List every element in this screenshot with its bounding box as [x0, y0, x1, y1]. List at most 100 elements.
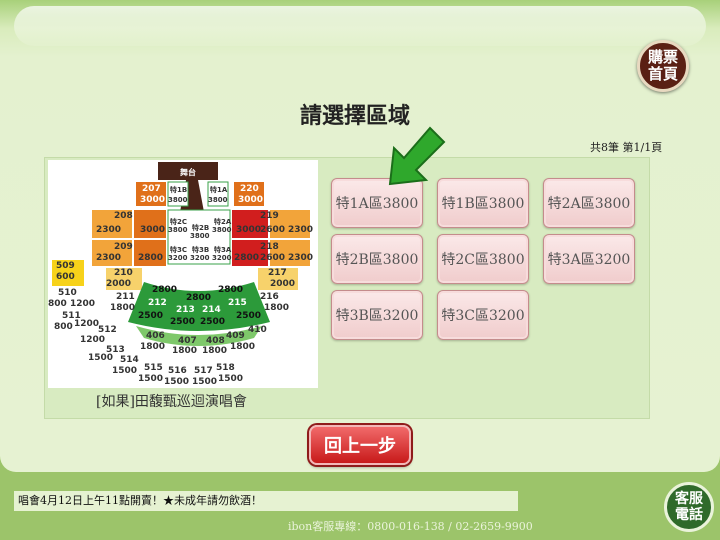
map-label: 2000	[106, 279, 131, 289]
map-label: 2800	[152, 285, 177, 295]
section-vip1a	[207, 181, 229, 207]
section-2800-right	[232, 240, 268, 266]
map-label: 211	[116, 292, 135, 302]
map-label: 1200	[70, 299, 95, 309]
zone-button-2a[interactable]: 特2A區3800	[543, 178, 635, 228]
map-labels: 207 3000 220 3000 208 2300 3000 3000 219…	[48, 184, 313, 387]
section-210	[106, 268, 142, 290]
service-hotline: ibon客服專線：0800-016-138 / 02-2659-9900	[288, 520, 533, 533]
map-label: 2500	[200, 317, 225, 327]
zone-button-3c[interactable]: 特3C區3200	[437, 290, 529, 340]
map-label: 515	[144, 363, 163, 373]
map-label: 215	[228, 298, 247, 308]
map-label: 特3C	[170, 245, 187, 254]
map-label: 2000	[270, 279, 295, 289]
header-gloss	[14, 6, 706, 46]
map-label: 217	[268, 268, 287, 278]
map-label: 1500	[138, 374, 163, 384]
map-label: 1500	[112, 366, 137, 376]
zone-button-2b[interactable]: 特2B區3800	[331, 234, 423, 284]
map-label: 3200	[212, 254, 232, 262]
map-label: 2300	[96, 225, 121, 235]
section-217	[258, 268, 298, 290]
map-label: 410	[248, 325, 267, 335]
map-label: 3800	[212, 226, 232, 234]
map-label: 510	[58, 288, 77, 298]
map-label: 特2B	[192, 223, 209, 232]
ticket-home-button[interactable]: 購票 首頁	[637, 40, 689, 92]
section-3000-right	[232, 210, 268, 238]
map-label: 209	[114, 242, 133, 252]
map-label: 2600	[260, 253, 285, 263]
marquee-ticker: 唱會4月12日上午11點開賣！★未成年請勿飲酒！	[14, 491, 518, 511]
zone-button-1a[interactable]: 特1A區3800	[331, 178, 423, 228]
map-label: 1800	[230, 342, 255, 352]
map-label: 1800	[202, 346, 227, 356]
map-label: 2800	[186, 293, 211, 303]
map-label: 特2C	[170, 217, 187, 226]
map-label: 1800	[172, 346, 197, 356]
back-button[interactable]: 回上一步	[309, 425, 411, 465]
map-label: 3800	[168, 196, 188, 204]
map-label: 407	[178, 336, 197, 346]
section-209	[92, 240, 132, 266]
map-label: 3000	[140, 195, 165, 205]
map-label: 219	[260, 211, 279, 221]
map-label: 216	[260, 292, 279, 302]
zone-button-3b[interactable]: 特3B區3200	[331, 290, 423, 340]
map-label: 2300	[96, 253, 121, 263]
seat-map: 舞台 207 3000 220 3000 208 2300 3000 3000 …	[48, 160, 318, 388]
map-label: 3000	[238, 195, 263, 205]
map-label: 1800	[264, 303, 289, 313]
map-label: 2300	[288, 225, 313, 235]
section-220	[234, 182, 264, 206]
floor-green-outer	[136, 326, 262, 346]
map-label: 特1A	[210, 185, 228, 194]
green-arrow-icon	[388, 126, 446, 186]
map-label: 1200	[74, 319, 99, 329]
vip-labels: 特1B 3800 特1A 3800 特2C 3800 特2B 3800 特2A …	[168, 185, 232, 262]
stage-shape	[158, 162, 218, 180]
map-label: 1800	[110, 303, 135, 313]
map-label: 516	[168, 366, 187, 376]
map-label: 518	[216, 363, 235, 373]
zone-button-1b[interactable]: 特1B區3800	[437, 178, 529, 228]
section-207	[136, 182, 166, 206]
map-label: 517	[194, 366, 213, 376]
map-label: 408	[206, 336, 225, 346]
map-label: 409	[226, 331, 245, 341]
map-label: 2800	[138, 253, 163, 263]
map-label: 2500	[138, 311, 163, 321]
customer-service-button[interactable]: 客服 電話	[664, 482, 714, 532]
map-label: 1200	[80, 335, 105, 345]
map-label: 2300	[288, 253, 313, 263]
section-509	[52, 260, 84, 286]
map-label: 213	[176, 305, 195, 315]
map-label: 1500	[218, 374, 243, 384]
section-218	[270, 240, 310, 266]
map-label: 1500	[164, 377, 189, 387]
map-label: 3200	[168, 254, 188, 262]
map-label: 406	[146, 331, 165, 341]
map-label: 2600	[260, 225, 285, 235]
map-label: 208	[114, 211, 133, 221]
map-label: 220	[240, 184, 259, 194]
section-vip1b	[167, 181, 189, 207]
map-label: 600	[56, 272, 75, 282]
map-label: 1500	[88, 353, 113, 363]
map-label: 3000	[236, 225, 261, 235]
section-208	[92, 210, 132, 238]
zone-button-2c[interactable]: 特2C區3800	[437, 234, 529, 284]
map-label: 509	[56, 261, 75, 271]
page-title: 請選擇區域	[300, 103, 411, 129]
map-label: 207	[142, 184, 161, 194]
map-label: 2500	[170, 317, 195, 327]
floor-green-ring	[128, 282, 270, 331]
map-label: 800	[54, 322, 73, 332]
map-label: 511	[62, 311, 81, 321]
zone-button-3a[interactable]: 特3A區3200	[543, 234, 635, 284]
map-label: 特2A	[214, 217, 232, 226]
event-caption: [如果]田馥甄巡迴演唱會	[96, 394, 247, 410]
map-label: 513	[106, 345, 125, 355]
map-label: 2800	[234, 253, 259, 263]
